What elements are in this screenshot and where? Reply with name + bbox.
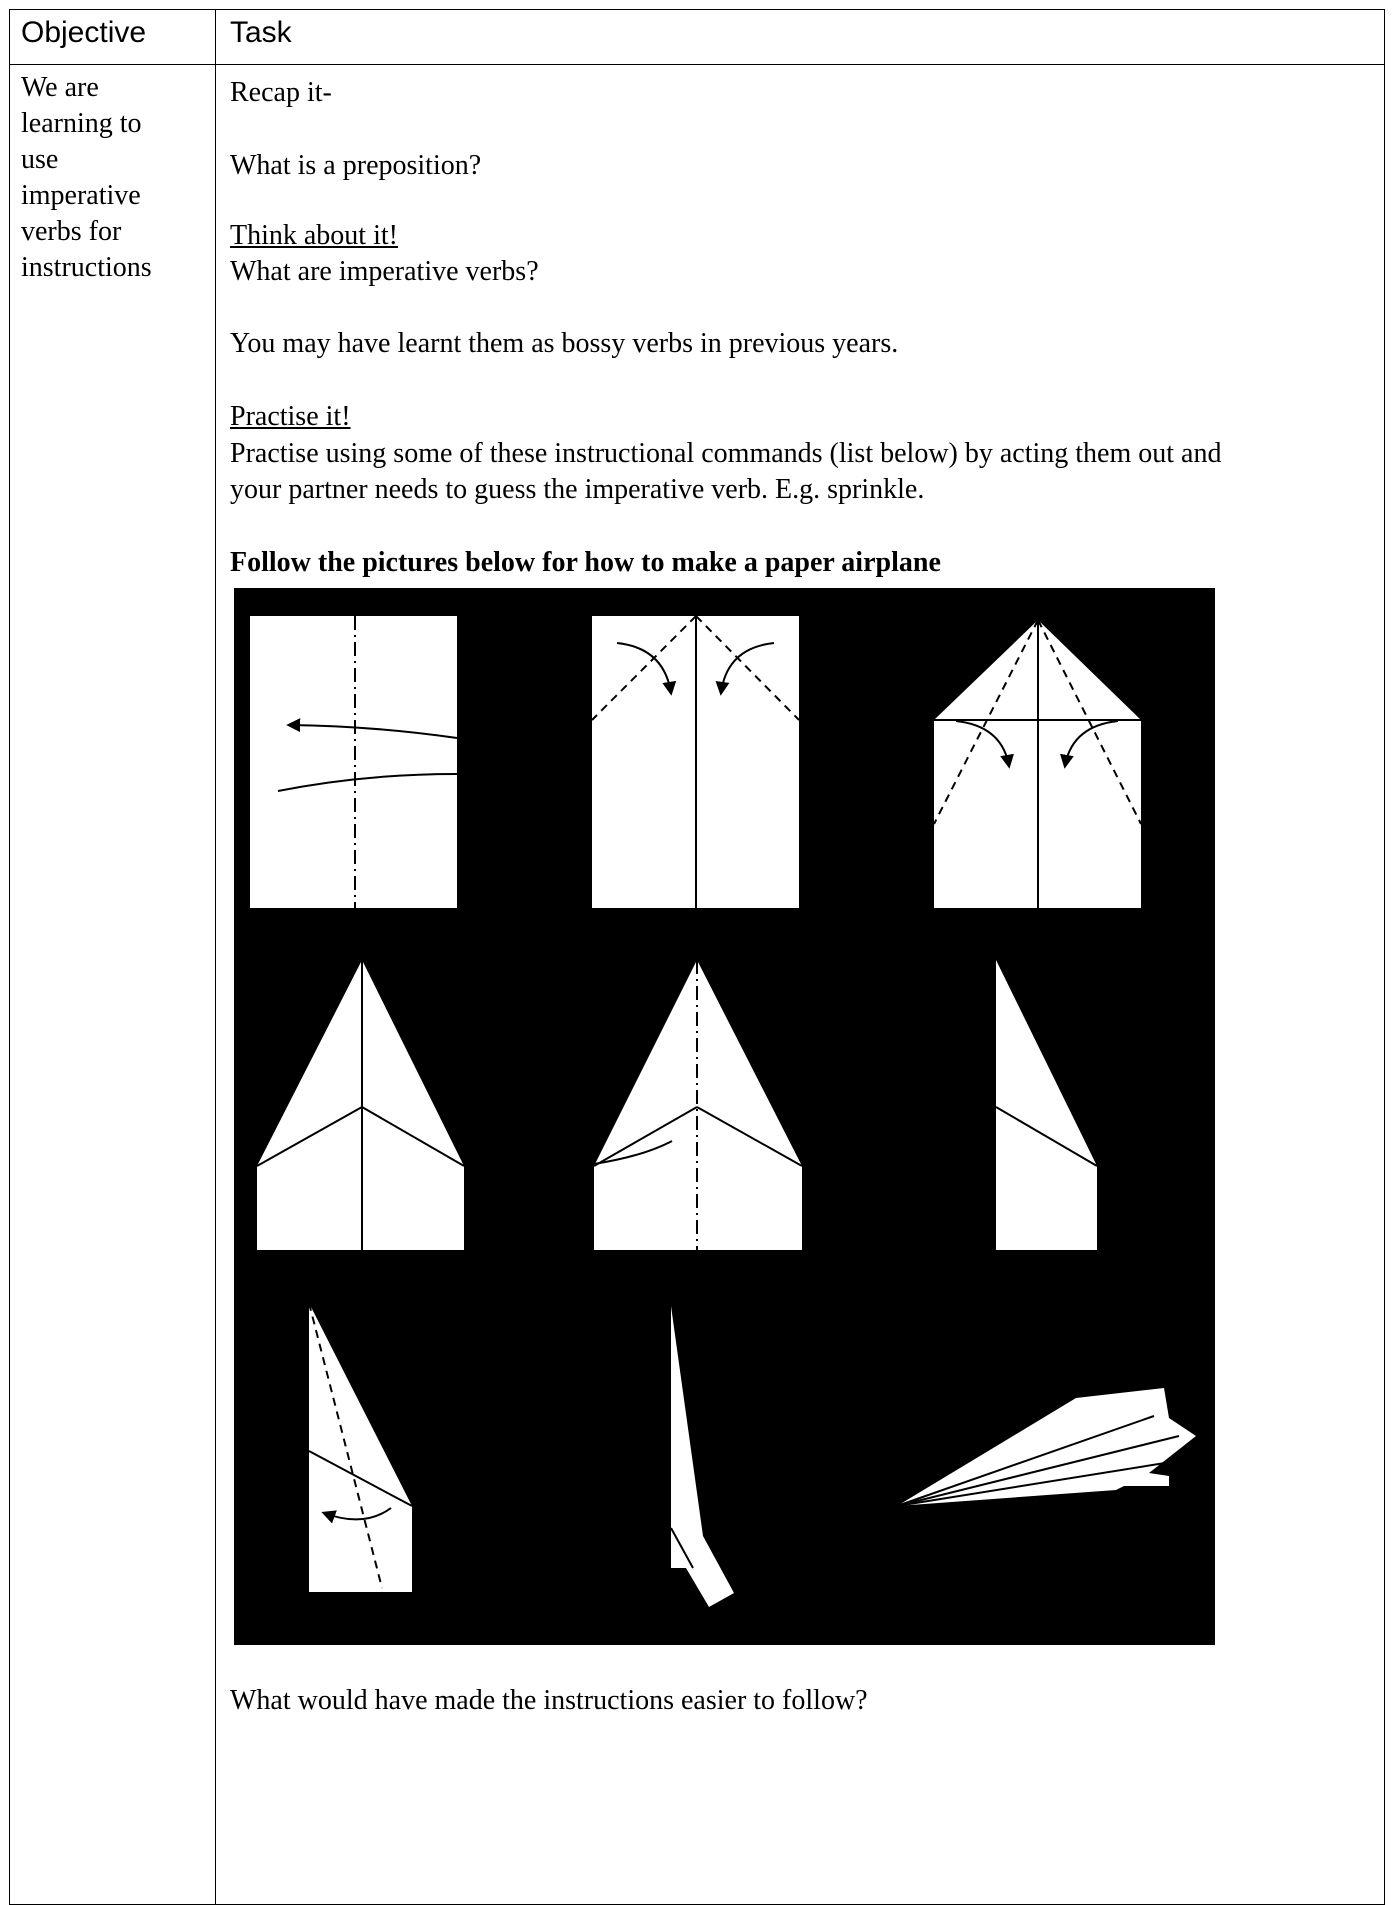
practise-line-2: your partner needs to guess the imperati… — [230, 474, 925, 505]
objective-line: imperative — [21, 180, 141, 211]
follow-heading: Follow the pictures below for how to mak… — [230, 547, 941, 578]
column-divider — [215, 10, 216, 1904]
objective-line: use — [21, 144, 59, 175]
objective-line: verbs for — [21, 216, 122, 247]
think-heading: Think about it! — [230, 220, 398, 251]
header-divider — [10, 64, 1384, 65]
objective-line: We are — [21, 72, 99, 103]
think-question: What are imperative verbs? — [230, 256, 539, 287]
final-question: What would have made the instructions ea… — [230, 1685, 868, 1716]
practise-line-1: Practise using some of these instruction… — [230, 438, 1222, 469]
objective-header: Objective — [21, 16, 147, 49]
objective-text: We are learning to use imperative verbs … — [21, 70, 206, 286]
task-header: Task — [230, 16, 292, 49]
practise-heading: Practise it! — [230, 401, 351, 432]
objective-line: instructions — [21, 252, 152, 283]
paper-airplane-icon — [250, 615, 1197, 1607]
recap-question: What is a preposition? — [230, 150, 482, 181]
recap-label: Recap it- — [230, 77, 332, 108]
think-note: You may have learnt them as bossy verbs … — [230, 328, 899, 359]
lesson-table: Objective Task We are learning to use im… — [9, 9, 1385, 1905]
paper-airplane-steps-diagram — [234, 588, 1215, 1645]
objective-line: learning to — [21, 108, 142, 139]
